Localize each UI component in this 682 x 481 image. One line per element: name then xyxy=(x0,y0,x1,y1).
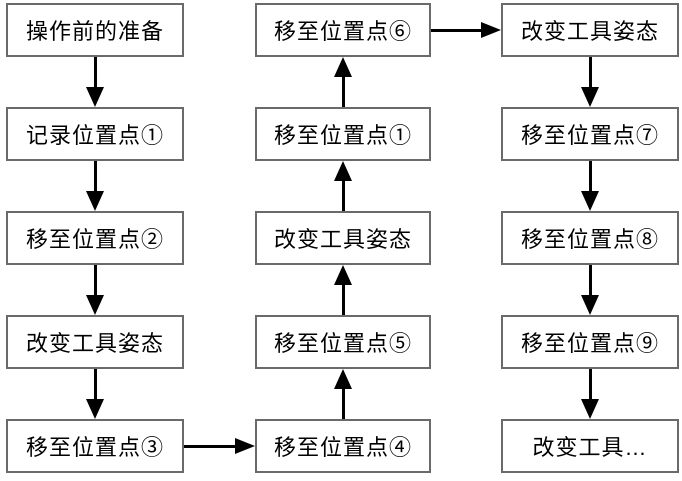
flow-arrow-up-icon xyxy=(334,57,352,107)
flow-arrow-down-icon xyxy=(581,369,599,419)
flow-arrow-down-icon xyxy=(86,57,104,107)
flow-arrow-right-icon xyxy=(184,438,255,454)
flow-arrow-up-icon xyxy=(334,161,352,211)
step-move-point-2: 移至位置点② xyxy=(6,211,184,265)
step-change-tool-pose: 改变工具姿态 xyxy=(255,211,431,265)
flow-arrow-up-icon xyxy=(334,369,352,419)
step-move-point-3: 移至位置点③ xyxy=(6,419,184,473)
flow-arrow-down-icon xyxy=(86,161,104,211)
step-record-point-1: 记录位置点① xyxy=(6,107,184,161)
step-move-point-6: 移至位置点⑥ xyxy=(255,3,431,57)
step-change-tool-pose: 改变工具姿态 xyxy=(501,3,679,57)
flow-arrow-up-icon xyxy=(334,265,352,315)
step-move-point-9: 移至位置点⑨ xyxy=(501,315,679,369)
step-change-tool-more: 改变工具… xyxy=(501,419,679,473)
step-move-point-4: 移至位置点④ xyxy=(255,419,431,473)
flow-arrow-right-icon xyxy=(431,22,501,38)
flow-arrow-down-icon xyxy=(581,161,599,211)
flow-arrow-down-icon xyxy=(581,265,599,315)
step-change-tool-pose: 改变工具姿态 xyxy=(6,315,184,369)
step-move-point-7: 移至位置点⑦ xyxy=(501,107,679,161)
flow-arrow-down-icon xyxy=(86,369,104,419)
flow-arrow-down-icon xyxy=(86,265,104,315)
flow-arrow-down-icon xyxy=(581,57,599,107)
step-move-point-8: 移至位置点⑧ xyxy=(501,211,679,265)
step-preparation: 操作前的准备 xyxy=(6,3,184,57)
step-move-point-5: 移至位置点⑤ xyxy=(255,315,431,369)
step-move-point-1: 移至位置点① xyxy=(255,107,431,161)
